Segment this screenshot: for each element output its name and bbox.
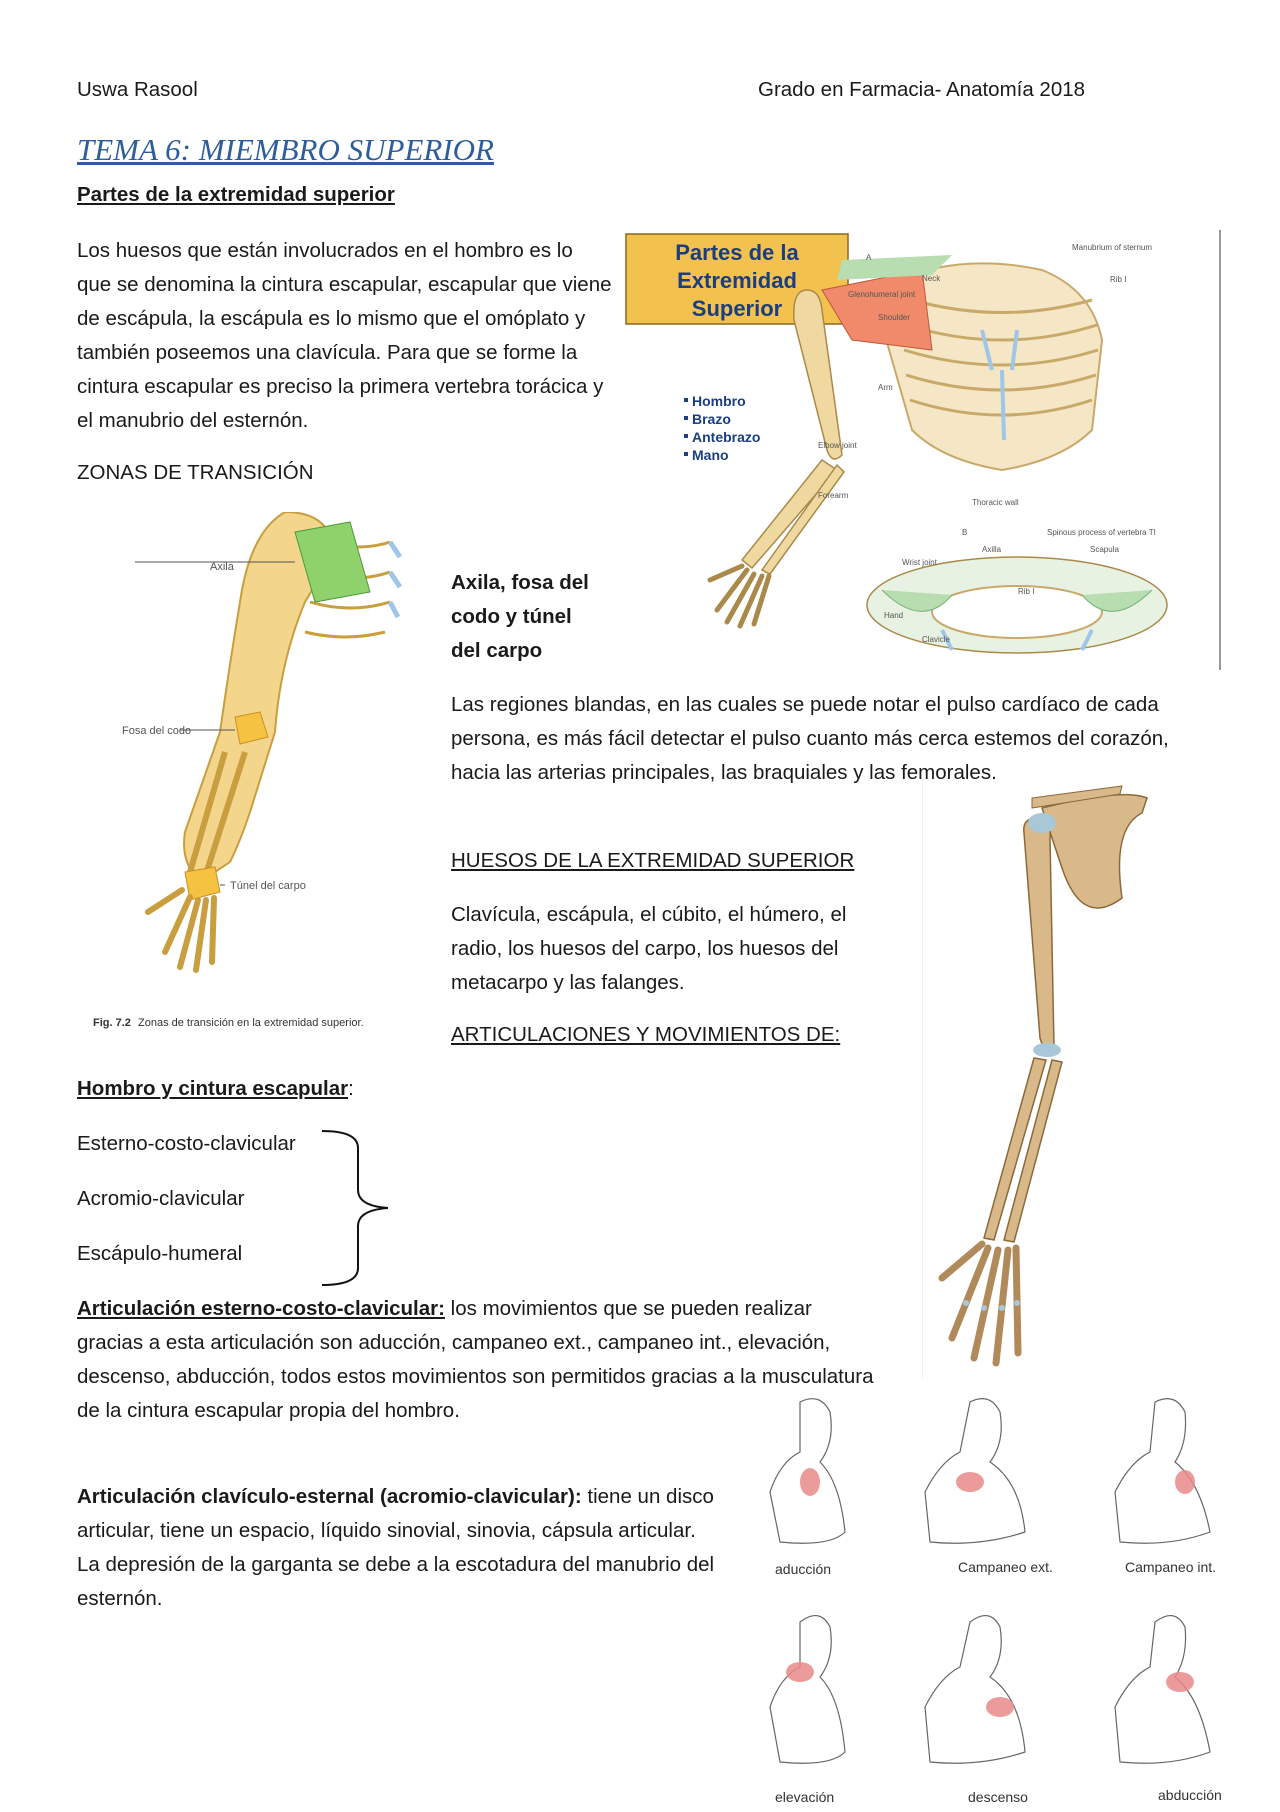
axila-heading-1: Axila, fosa del: [451, 571, 589, 594]
tunel-zone: [184, 866, 221, 901]
figure-skeleton-arm: [921, 778, 1202, 1378]
header-author: Uswa Rasool: [77, 78, 198, 101]
lbl-manubrium: Manubrium of sternum: [1072, 243, 1152, 252]
page-title: TEMA 6: MIEMBRO SUPERIOR: [77, 132, 494, 167]
box-line-1: Partes de la: [675, 240, 799, 265]
figure-partes-extremidad: Partes de la Extremidad Superior Hombro …: [622, 230, 1222, 670]
lbl-tunel: Túnel del carpo: [230, 880, 306, 892]
lbl-fosa: Fosa del codo: [122, 725, 191, 737]
humerus-skeleton: [1023, 817, 1055, 1050]
hombro-heading-wrap: Hombro y cintura escapular:: [77, 1072, 354, 1106]
mov-campaneo-ext: Campaneo ext.: [958, 1559, 1053, 1575]
figure-4: [769, 1615, 846, 1764]
figure-zonas-transicion: Axila Fosa del codo Túnel del carpo Fig.…: [90, 510, 440, 1036]
box-line-3: Superior: [692, 296, 783, 321]
huesos-heading: HUESOS DE LA EXTREMIDAD SUPERIOR: [451, 849, 855, 872]
zonas-label: ZONAS DE TRANSICIÓN: [77, 461, 314, 484]
mov-aduccion: aducción: [775, 1561, 831, 1577]
hombro-heading: Hombro y cintura escapular: [77, 1077, 349, 1100]
mov-abduccion: abducción: [1158, 1787, 1222, 1803]
clavicle: [1031, 785, 1123, 809]
figure-6: [1114, 1615, 1211, 1764]
paragraph-cintura: Los huesos que están involucrados en el …: [77, 239, 612, 432]
articulaciones-heading: ARTICULACIONES Y MOVIMIENTOS DE:: [451, 1023, 841, 1046]
movimientos-svg: aducción Campaneo ext. Campaneo int. ele…: [769, 1398, 1222, 1805]
hand-zone-bones: [145, 887, 217, 973]
paragraph-pulso: Las regiones blandas, en las cuales se p…: [451, 693, 1169, 784]
art1-text: los movimientos que se pueden realizar g…: [77, 1297, 874, 1422]
lbl-rib1b: Rib I: [1018, 587, 1034, 596]
hand-bones: [707, 563, 772, 629]
figure-1: [769, 1398, 846, 1544]
humerus: [793, 289, 843, 460]
caption-fig: Fig. 7.2: [93, 1017, 131, 1029]
lbl-rib1: Rib I: [1110, 275, 1126, 284]
lbl-glenohumeral: Glenohumeral joint: [848, 290, 916, 299]
mov-elevacion: elevación: [775, 1789, 834, 1805]
brace: [321, 1130, 389, 1286]
paragraph-huesos: Clavícula, escápula, el cúbito, el húmer…: [451, 903, 847, 994]
fosa-zone: [234, 711, 269, 745]
lbl-a: A: [866, 253, 872, 262]
joint-3: Escápulo-humeral: [77, 1242, 243, 1265]
lbl-elbow: Elbow joint: [818, 441, 857, 450]
joint-1: Esterno-costo-clavicular: [77, 1132, 296, 1155]
part-antebrazo: Antebrazo: [692, 429, 760, 445]
art1-label: Articulación esterno-costo-clavicular:: [77, 1297, 445, 1320]
clavicle-region: [837, 255, 952, 280]
mov-campaneo-int: Campaneo int.: [1125, 1559, 1216, 1575]
joint-2: Acromio-clavicular: [77, 1187, 245, 1210]
part-hombro: Hombro: [692, 393, 746, 409]
caption-text: Zonas de transición en la extremidad sup…: [138, 1017, 364, 1029]
paragraph-art2: Articulación clavículo-esternal (acromio…: [77, 1480, 717, 1616]
header-course: Grado en Farmacia- Anatomía 2018: [758, 78, 1086, 101]
lbl-forearm: Forearm: [818, 491, 849, 500]
lbl-hand: Hand: [884, 611, 903, 620]
section-heading-partes: Partes de la extremidad superior: [77, 183, 395, 206]
lbl-scapula: Scapula: [1090, 545, 1119, 554]
mov-descenso: descenso: [968, 1789, 1028, 1805]
lbl-clavicle: Clavicle: [922, 635, 951, 644]
art2-text: tiene un disco articular, tiene un espac…: [77, 1485, 715, 1610]
scapula: [1041, 793, 1148, 909]
ulna: [1003, 1059, 1063, 1243]
art2-label: Articulación clavículo-esternal (acromio…: [77, 1485, 582, 1508]
figure-3: [1114, 1398, 1211, 1544]
figure-zonas-svg: Axila Fosa del codo Túnel del carpo Fig.…: [93, 510, 403, 1029]
axila-heading-3: del carpo: [451, 639, 543, 662]
lbl-axila: Axila: [210, 561, 235, 573]
radius: [983, 1057, 1047, 1241]
lbl-b: B: [962, 528, 967, 537]
part-mano: Mano: [692, 447, 729, 463]
figure-5: [924, 1615, 1026, 1764]
lbl-axilla: Axilla: [982, 545, 1002, 554]
figure-movimientos: aducción Campaneo ext. Campaneo int. ele…: [760, 1382, 1240, 1807]
lbl-shoulder: Shoulder: [878, 313, 910, 322]
figure-2: [924, 1398, 1026, 1544]
forearm-bone-1: [740, 458, 839, 570]
lbl-wrist: Wrist joint: [902, 558, 938, 567]
hombro-colon: :: [348, 1077, 354, 1100]
lbl-arm: Arm: [878, 383, 893, 392]
lbl-thoracic: Thoracic wall: [972, 498, 1019, 507]
lbl-spinous: Spinous process of vertebra TI: [1047, 528, 1156, 537]
skeleton-hand: [938, 1240, 1022, 1367]
part-brazo: Brazo: [692, 411, 731, 427]
axila-heading-2: codo y túnel: [451, 605, 572, 628]
axila-zone: [294, 521, 371, 603]
lbl-neck: Neck: [922, 274, 941, 283]
paragraph-art1: Articulación esterno-costo-clavicular: l…: [77, 1292, 877, 1428]
thorax-shape: [870, 262, 1104, 472]
box-line-2: Extremidad: [677, 268, 797, 293]
figure-partes-svg: Partes de la Extremidad Superior Hombro …: [625, 230, 1221, 670]
skeleton-svg: [921, 778, 1148, 1378]
